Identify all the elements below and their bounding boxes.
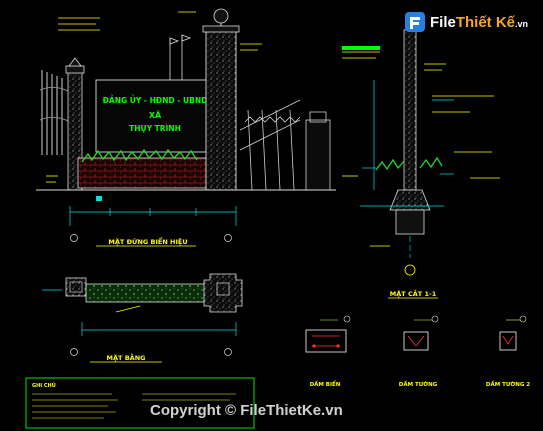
logo-accent: Thiết Kế bbox=[455, 14, 516, 31]
fence-left bbox=[39, 70, 71, 155]
section-title: MẶT CẮT 1-1 bbox=[390, 288, 437, 298]
plan-left-pillar bbox=[65, 277, 87, 297]
plan-view: MẶT BẰNG bbox=[42, 273, 243, 363]
sign-board: ĐẢNG ỦY - HĐND - UBND XÃ THỤY TRÌNH bbox=[95, 79, 215, 153]
detail-c: DẦM TƯỜNG 2 bbox=[486, 315, 530, 388]
elevation-dimensions bbox=[69, 206, 237, 242]
elevation-title: MẶT ĐỨNG BIỂN HIỆU bbox=[108, 236, 187, 246]
detail-a-title: DẦM BIỂN bbox=[310, 379, 341, 388]
sign-line-3: THỤY TRÌNH bbox=[129, 124, 181, 133]
section-footing bbox=[389, 189, 431, 211]
section-view: MẶT CẮT 1-1 bbox=[342, 20, 500, 299]
logo-suffix: .vn bbox=[515, 19, 529, 29]
elevation-view: ĐẢNG ỦY - HĐND - UBND XÃ THỤY TRÌNH bbox=[36, 8, 336, 247]
elevation-annotations bbox=[46, 11, 262, 201]
notes-title: GHI CHÚ bbox=[32, 382, 56, 389]
notes-box: GHI CHÚ bbox=[25, 377, 255, 429]
beam-details: DẦM BIỂN DẦM TƯỜNG DẦM TƯỜNG 2 bbox=[305, 315, 530, 388]
section-annotations bbox=[342, 51, 500, 247]
filethietke-logo: FileThiết Kế.vn bbox=[404, 10, 539, 34]
detail-c-title: DẦM TƯỜNG 2 bbox=[486, 379, 530, 388]
section-dimensions bbox=[360, 80, 454, 207]
detail-b: DẦM TƯỜNG bbox=[399, 315, 439, 388]
plan-right-pillar bbox=[203, 273, 243, 313]
copyright-watermark: Copyright © FileThietKe.vn bbox=[150, 402, 343, 419]
detail-a: DẦM BIỂN bbox=[305, 315, 351, 388]
logo-main: File bbox=[430, 14, 456, 31]
sign-line-2: XÃ bbox=[149, 110, 162, 120]
plan-dimensions bbox=[42, 289, 237, 356]
plan-title: MẶT BẰNG bbox=[107, 352, 146, 362]
sign-line-1: ĐẢNG ỦY - HĐND - UBND bbox=[103, 95, 208, 105]
pillar-right bbox=[202, 8, 240, 191]
detail-b-title: DẦM TƯỜNG bbox=[399, 379, 438, 388]
logo-mark-icon bbox=[405, 12, 425, 32]
sliding-gate bbox=[239, 99, 331, 191]
planter bbox=[77, 148, 209, 189]
section-column bbox=[403, 29, 417, 191]
flags bbox=[169, 34, 192, 80]
plan-planter bbox=[85, 283, 211, 303]
logo-text: FileThiết Kế.vn bbox=[430, 14, 528, 31]
